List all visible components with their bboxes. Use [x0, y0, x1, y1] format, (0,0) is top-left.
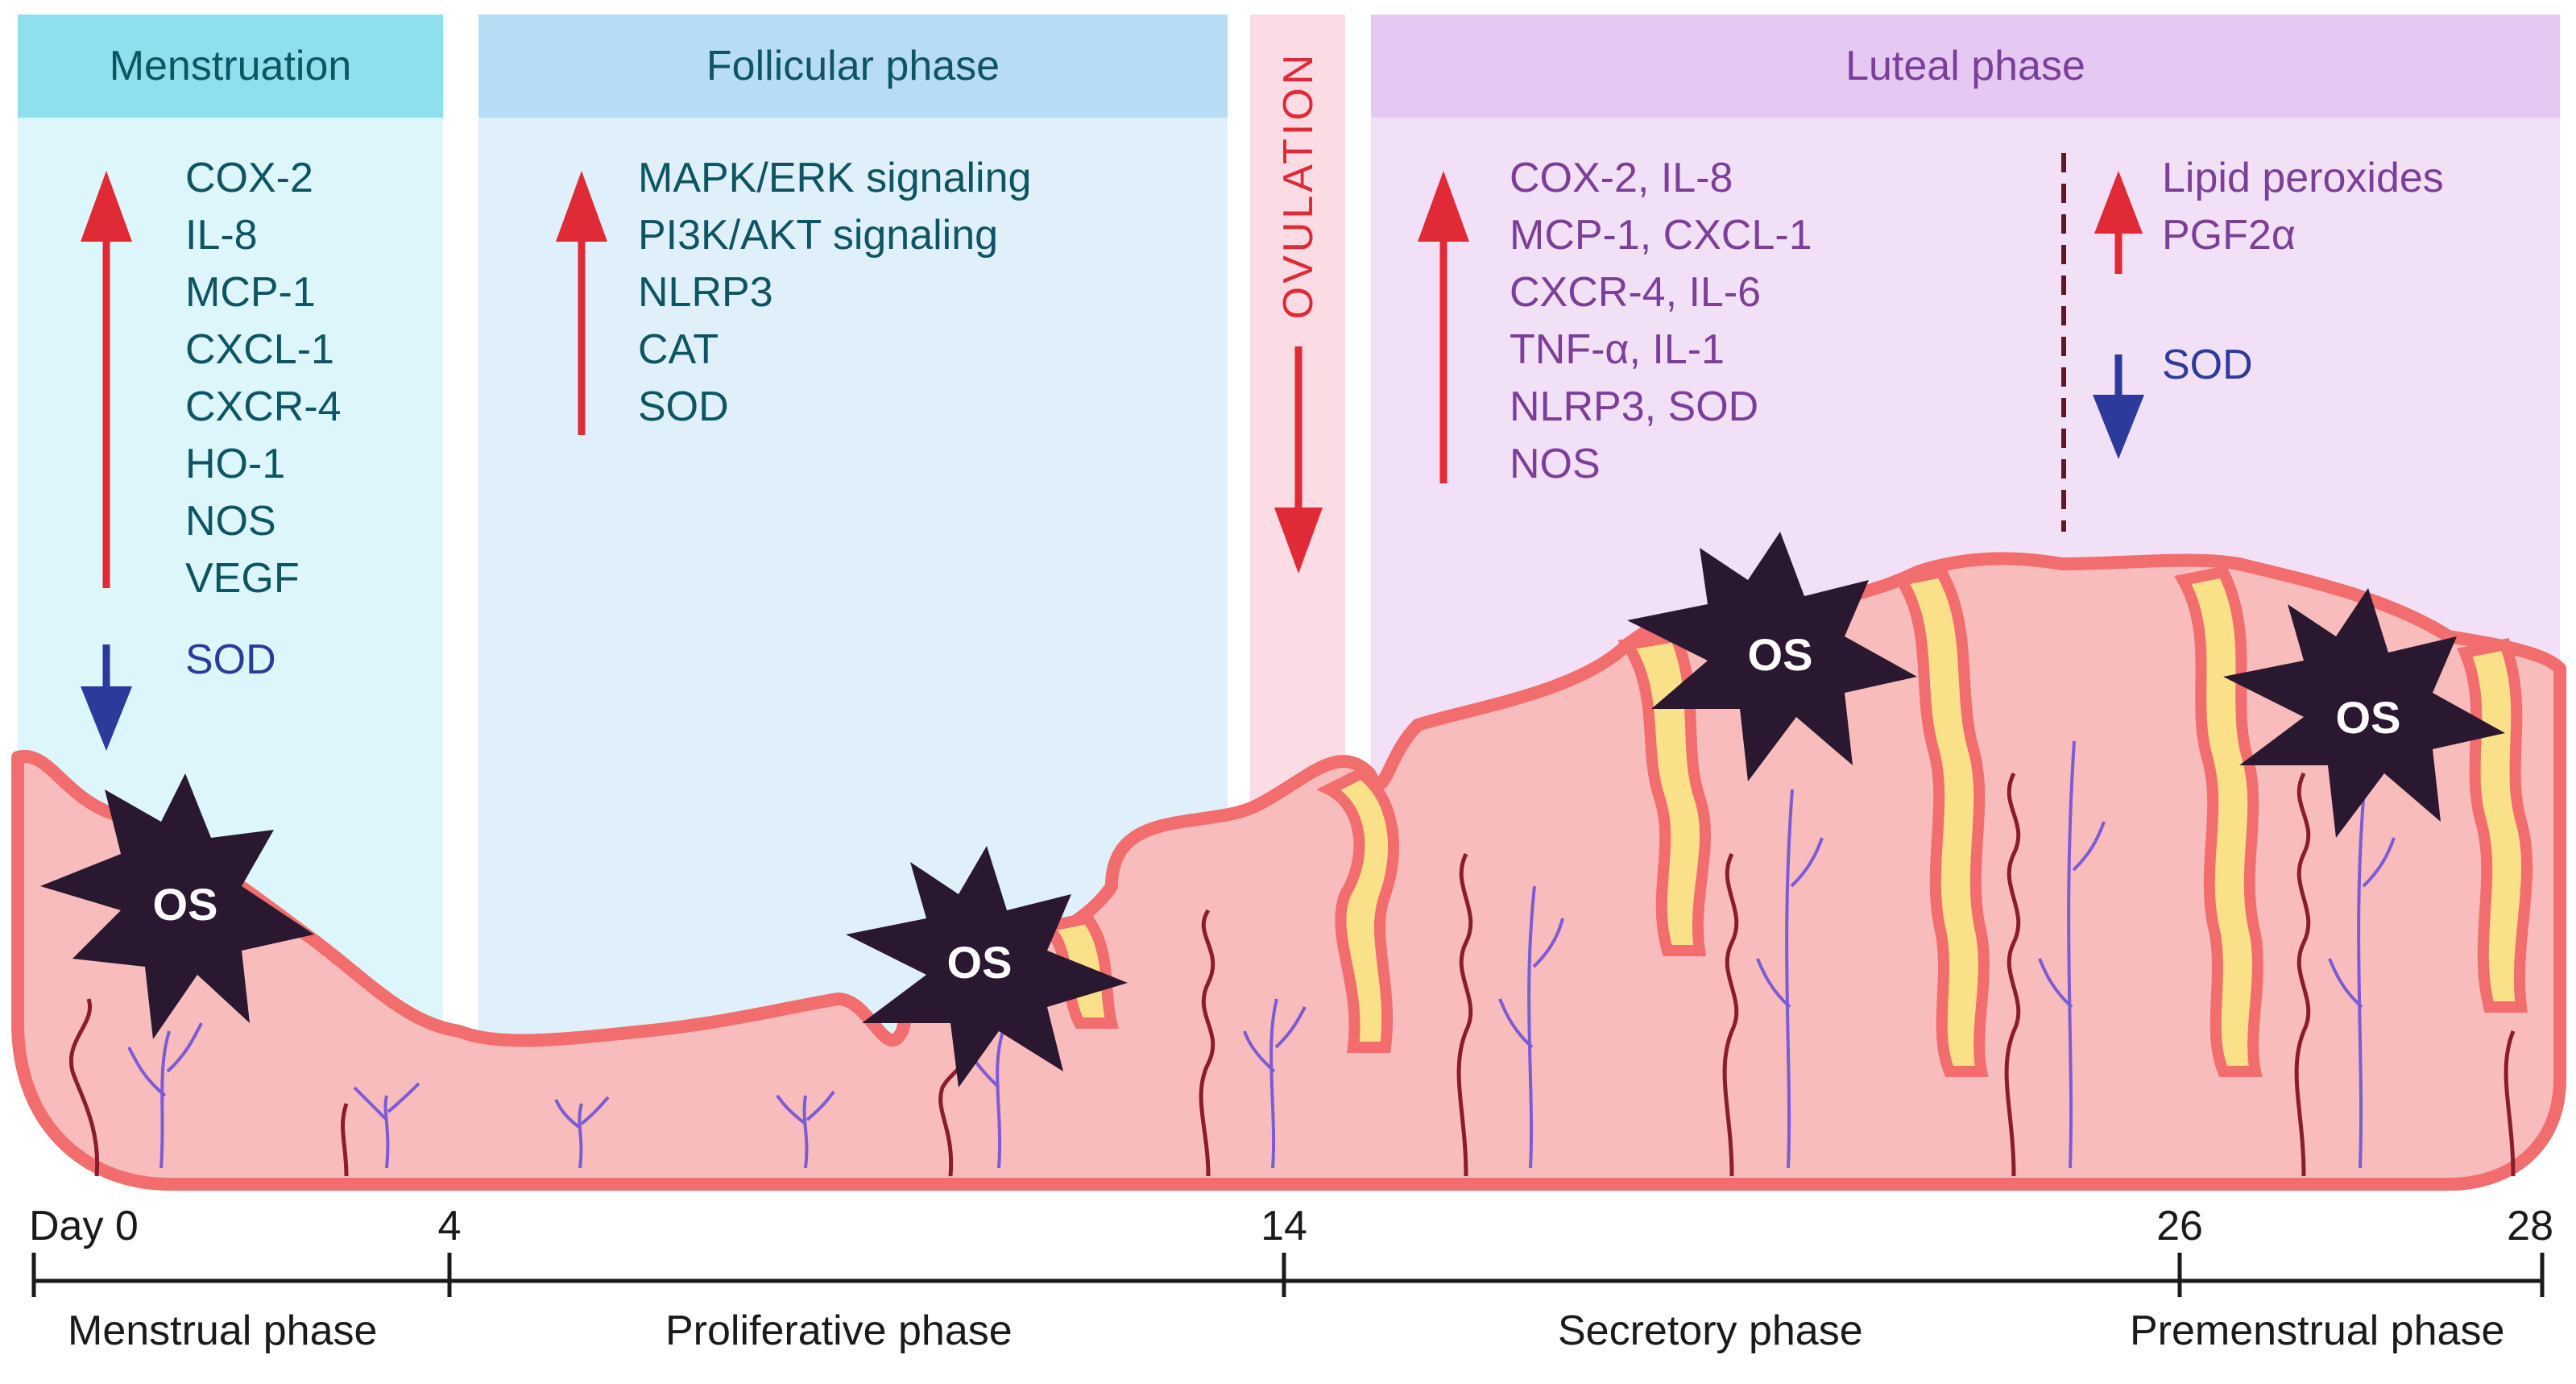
list-item: COX-2 [185, 155, 313, 201]
os-star-4 [2223, 588, 2505, 838]
list-item: CAT [638, 326, 719, 373]
list-item: NOS [1510, 441, 1601, 487]
list-item: Lipid peroxides [2162, 155, 2444, 201]
os-star-1 [40, 773, 314, 1039]
up-arrow-follicular [556, 171, 607, 435]
menstruation-header: Menstruation [109, 43, 352, 89]
phase-label-secretory: Secretory phase [1558, 1307, 1863, 1354]
list-item: NLRP3 [638, 269, 773, 316]
up-arrow-menstruation [81, 171, 132, 588]
list-item: COX-2, IL-8 [1510, 155, 1733, 201]
tick-label-4: 4 [437, 1203, 462, 1249]
follicular-up-list: MAPK/ERK signaling PI3K/AKT signaling NL… [638, 150, 1031, 436]
phase-label-proliferative: Proliferative phase [665, 1307, 1013, 1354]
menstruation-up-list: COX-2 IL-8 MCP-1 CXCL-1 CXCR-4 HO-1 NOS … [185, 150, 342, 607]
list-item: VEGF [185, 555, 300, 602]
up-arrow-luteal [1418, 171, 1469, 483]
list-item: TNF-α, IL-1 [1510, 326, 1725, 373]
down-arrow-menstruation [81, 644, 132, 751]
list-item: NLRP3, SOD [1510, 383, 1759, 430]
list-item: PI3K/AKT signaling [638, 212, 999, 259]
list-item: IL-8 [185, 212, 258, 259]
luteal-header: Luteal phase [1845, 43, 2085, 89]
luteal-late-down-list: SOD [2162, 337, 2253, 394]
list-item: NOS [185, 498, 276, 545]
follicular-header: Follicular phase [706, 43, 1000, 89]
list-item: CXCR-4 [185, 383, 342, 430]
os-label-1: OS [152, 879, 218, 930]
list-item: SOD [185, 636, 276, 683]
timeline-axis [31, 1253, 2545, 1297]
down-arrow-luteal-late [2093, 354, 2144, 459]
endometrial-glands [1035, 566, 2533, 1077]
tick-label-14: 14 [1261, 1203, 1307, 1249]
list-item: CXCL-1 [185, 326, 334, 373]
follicular-panel-bg [478, 15, 1228, 1054]
follicular-panel-header [478, 15, 1228, 118]
down-arrow-ovulation [1274, 346, 1323, 574]
blood-vessels [127, 740, 2396, 1169]
os-label-3: OS [1747, 629, 1813, 680]
list-item: HO-1 [185, 441, 286, 487]
os-label-2: OS [946, 937, 1013, 988]
os-star-2 [846, 846, 1128, 1088]
phase-label-menstrual: Menstrual phase [68, 1307, 378, 1354]
list-item: SOD [638, 383, 729, 430]
tick-label-26: 26 [2156, 1203, 2203, 1249]
menstruation-down-list: SOD [185, 632, 276, 689]
menstruation-panel-header [18, 15, 443, 118]
list-item: PGF2α [2162, 212, 2296, 259]
list-item: MCP-1 [185, 269, 316, 316]
list-item: SOD [2162, 342, 2253, 388]
list-item: CXCR-4, IL-6 [1510, 269, 1762, 316]
tick-label-28: 28 [2507, 1203, 2553, 1249]
tick-label-day0: Day 0 [29, 1203, 139, 1249]
spiral-arteries [68, 772, 2516, 1177]
luteal-panel-header [1371, 15, 2560, 118]
up-arrow-luteal-late [2094, 171, 2143, 274]
luteal-up-list: COX-2, IL-8 MCP-1, CXCL-1 CXCR-4, IL-6 T… [1510, 150, 1812, 493]
phase-label-premenstrual: Premenstrual phase [2130, 1307, 2505, 1354]
os-star-3 [1627, 532, 1917, 781]
luteal-late-up-list: Lipid peroxides PGF2α [2162, 150, 2444, 264]
list-item: MAPK/ERK signaling [638, 155, 1032, 201]
ovulation-label: OVULATION [1275, 51, 1322, 320]
list-item: MCP-1, CXCL-1 [1510, 212, 1812, 259]
os-label-4: OS [2335, 692, 2401, 743]
